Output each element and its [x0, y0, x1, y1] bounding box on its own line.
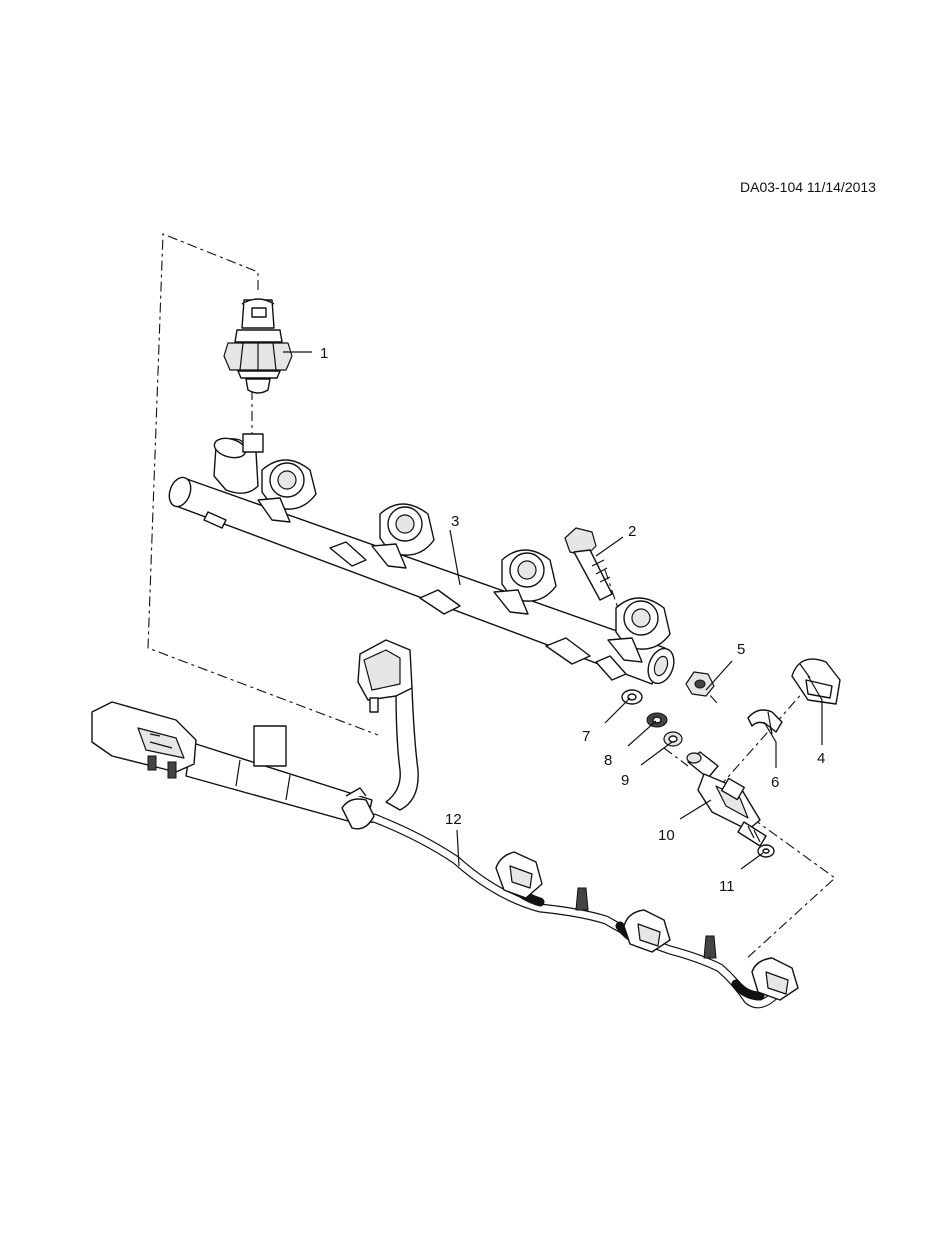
- callout-10: 10: [658, 827, 675, 844]
- wiring-harness: [91, 639, 799, 1009]
- callout-11: 11: [719, 878, 735, 895]
- callout-6: 6: [771, 774, 779, 791]
- callout-7: 7: [582, 728, 590, 745]
- callout-5: 5: [737, 641, 745, 658]
- injector-pocket-3: [493, 549, 591, 665]
- callout-1: 1: [320, 345, 328, 362]
- callout-9: 9: [621, 772, 629, 789]
- seal: [646, 712, 668, 728]
- injector-pocket-2: [371, 503, 461, 615]
- o-ring: [663, 731, 683, 747]
- bolt: [564, 527, 613, 601]
- callout-4: 4: [817, 750, 825, 767]
- washer: [621, 689, 643, 705]
- document-id-stamp: DA03-104 11/14/2013: [740, 179, 876, 195]
- callout-12: 12: [445, 811, 462, 828]
- clip: [747, 709, 783, 735]
- fuel-injector: [686, 751, 767, 847]
- nut: [685, 671, 715, 697]
- callout-8: 8: [604, 752, 612, 769]
- fuel-pressure-sensor: [223, 298, 293, 394]
- leader-lines: [283, 351, 823, 870]
- callout-3: 3: [451, 513, 459, 530]
- injector-pocket-1: [257, 459, 367, 567]
- fuel-rail: [168, 433, 675, 685]
- injector-pocket-4: [595, 597, 671, 681]
- callout-2: 2: [628, 523, 636, 540]
- callout-labels: 1 2 3 4 5 6 7 8 9 10 11 12: [320, 345, 825, 895]
